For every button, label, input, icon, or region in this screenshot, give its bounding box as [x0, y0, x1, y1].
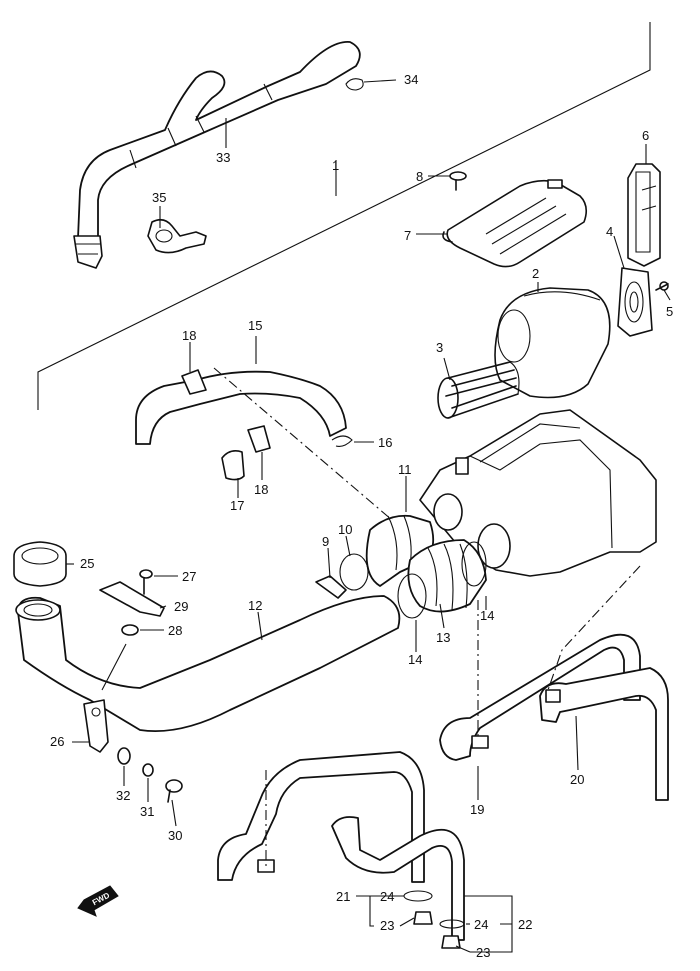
callout-2: 2	[532, 266, 539, 281]
callout-5: 5	[666, 304, 673, 319]
callout-26: 26	[50, 734, 64, 749]
part-18-clamp	[181, 369, 271, 453]
callout-34: 34	[404, 72, 418, 87]
callout-22: 22	[518, 917, 532, 932]
part-7-cover-plate	[442, 179, 588, 268]
callout-labels: 34 33 1 35 8 7 6 4 5 2 3 18 15 16 17 18 …	[50, 72, 673, 960]
callout-20: 20	[570, 772, 584, 787]
part-17-cap	[221, 450, 245, 481]
callout-6: 6	[642, 128, 649, 143]
part-23-plug	[413, 911, 461, 949]
part-25-grommet	[13, 541, 67, 587]
callout-8: 8	[416, 169, 423, 184]
callout-27: 27	[182, 569, 196, 584]
callout-18-bottom: 18	[254, 482, 268, 497]
callout-24-left: 24	[380, 889, 394, 904]
callout-14-right: 14	[480, 608, 494, 623]
callout-18-top: 18	[182, 328, 196, 343]
callout-4: 4	[606, 224, 613, 239]
part-12-intake-pipe	[15, 595, 401, 733]
part-35-clamp	[147, 218, 207, 254]
part-33-breather-hose	[73, 41, 364, 269]
part-2-filter-element	[494, 287, 611, 399]
part-8-screw	[449, 171, 467, 191]
callout-31: 31	[140, 804, 154, 819]
callout-13: 13	[436, 630, 450, 645]
alignment-lines	[101, 367, 641, 868]
callout-23-right: 23	[476, 945, 490, 960]
part-28-washer	[121, 624, 139, 636]
callout-3: 3	[436, 340, 443, 355]
callout-35: 35	[152, 190, 166, 205]
assembly-boundary-line	[37, 22, 651, 410]
callout-17: 17	[230, 498, 244, 513]
callout-12: 12	[248, 598, 262, 613]
part-10-clamp-band	[339, 553, 369, 591]
callout-23-left: 23	[380, 918, 394, 933]
callout-9: 9	[322, 534, 329, 549]
air-box-housing	[419, 409, 657, 577]
callout-24-right: 24	[474, 917, 488, 932]
part-26-bracket	[83, 699, 109, 753]
callout-21: 21	[336, 889, 350, 904]
part-4-holder	[617, 267, 653, 337]
part-5-bolt	[655, 281, 669, 291]
part-22-drain-hose	[331, 816, 465, 941]
part-30-bolt	[165, 779, 183, 803]
callout-leaders	[66, 79, 671, 953]
callout-14-left: 14	[408, 652, 422, 667]
callout-11: 11	[398, 462, 412, 477]
callout-10: 10	[338, 522, 352, 537]
part-16-clip	[331, 435, 353, 447]
part-32-washer	[117, 747, 131, 765]
callout-30: 30	[168, 828, 182, 843]
part-3-filter-cage	[437, 361, 520, 419]
part-9-clamp	[315, 575, 347, 599]
callout-7: 7	[404, 228, 411, 243]
part-14-clamp-band	[397, 541, 487, 619]
callout-19: 19	[470, 802, 484, 817]
part-6-bracket	[627, 163, 661, 267]
callout-25: 25	[80, 556, 94, 571]
callout-28: 28	[168, 623, 182, 638]
part-13-intake-duct	[407, 539, 487, 613]
part-20-drain-hose	[539, 667, 669, 801]
part-21-drain-hose	[217, 751, 425, 883]
callout-15: 15	[248, 318, 262, 333]
callout-29: 29	[174, 599, 188, 614]
part-15-breather-hose	[135, 370, 347, 445]
fwd-arrow-icon: FWD	[77, 885, 119, 917]
callout-32: 32	[116, 788, 130, 803]
part-29-stay-plate	[99, 581, 165, 617]
callout-16: 16	[378, 435, 392, 450]
part-27-bolt	[139, 569, 153, 595]
part-19-drain-hose	[439, 633, 641, 761]
callout-33: 33	[216, 150, 230, 165]
callout-1: 1	[332, 158, 339, 173]
part-31-nut	[142, 763, 154, 777]
